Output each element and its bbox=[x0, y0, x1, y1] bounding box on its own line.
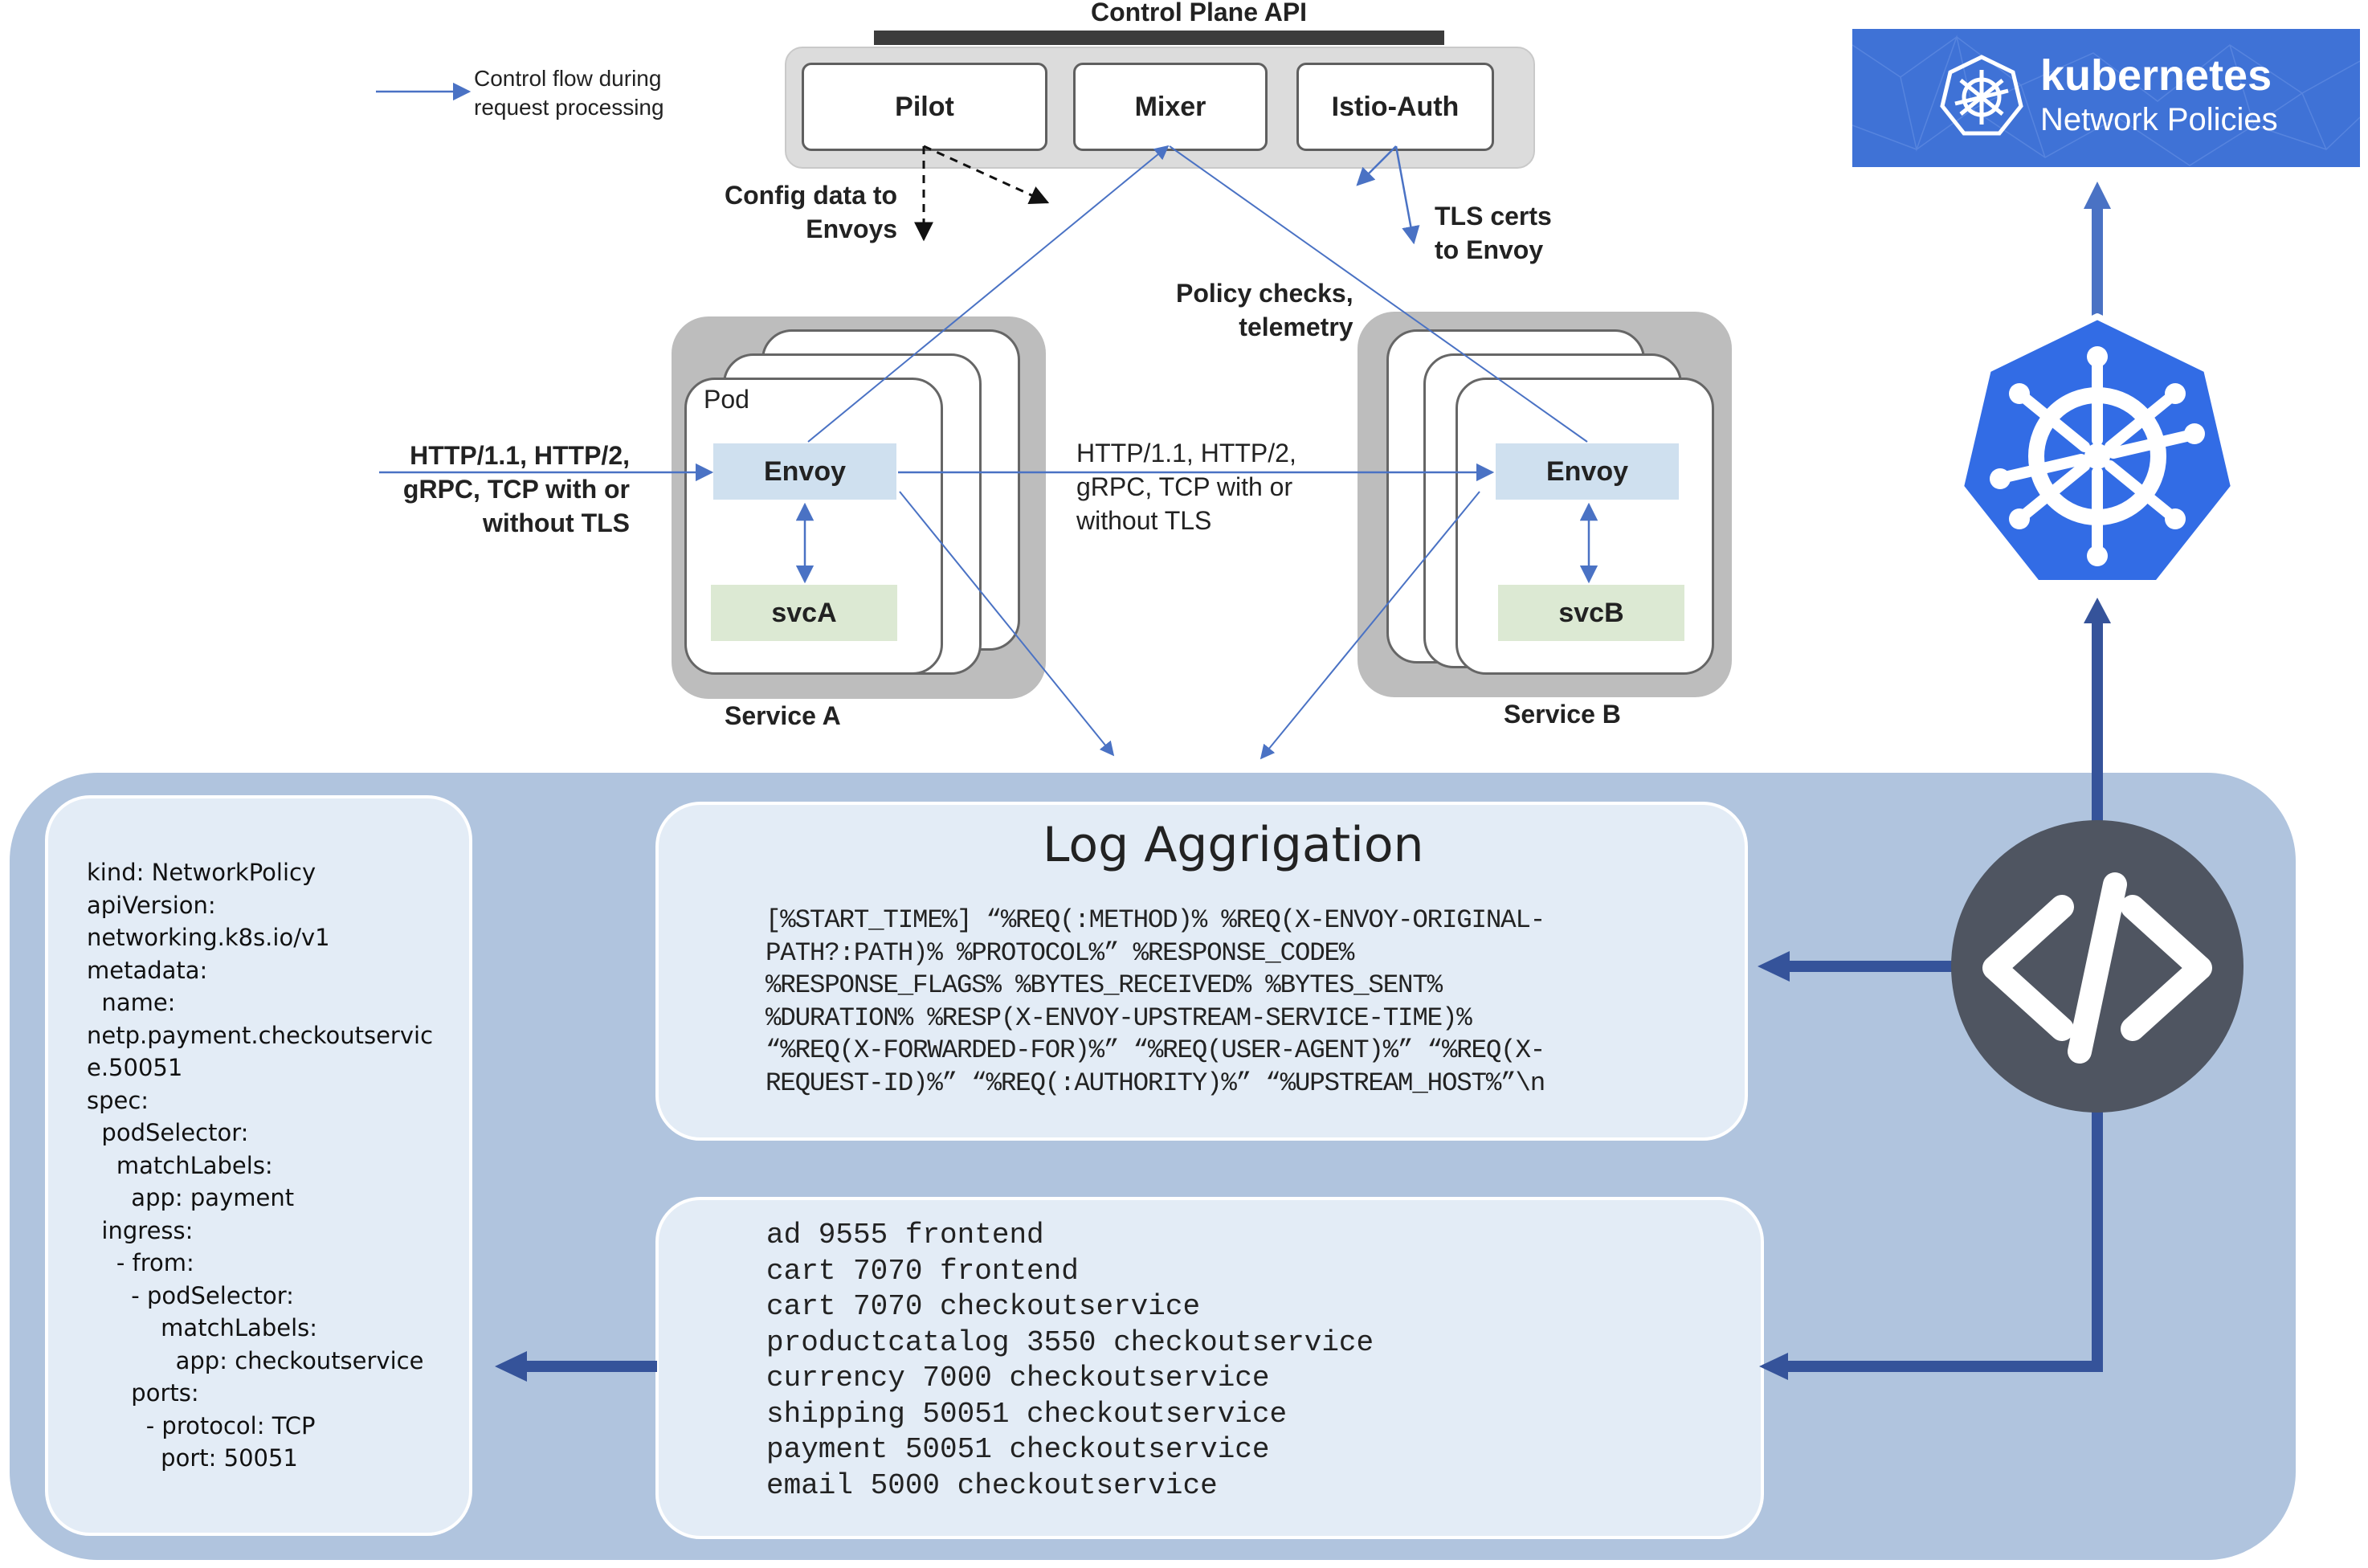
log-aggregation-card bbox=[655, 802, 1748, 1141]
policy-checks-label: Policy checks, telemetry bbox=[1176, 279, 1353, 341]
list-to-policy-line bbox=[522, 1361, 657, 1372]
service-b-svc: svcB bbox=[1498, 585, 1684, 641]
service-b-envoy: Envoy bbox=[1496, 443, 1679, 500]
mesh-protocols-label: HTTP/1.1, HTTP/2, gRPC, TCP with or with… bbox=[1076, 439, 1296, 535]
kubernetes-banner-icon bbox=[1940, 55, 2023, 136]
service-list: ad 9555 frontend cart 7070 frontend cart… bbox=[766, 1218, 1374, 1504]
network-policy-yaml: kind: NetworkPolicy apiVersion: networki… bbox=[87, 859, 434, 1472]
tls-arrow-down bbox=[1394, 145, 1420, 245]
network-policy-card bbox=[45, 795, 472, 1536]
service-b-name: Service B bbox=[1504, 700, 1621, 729]
service-list-row: payment 50051 checkoutservice bbox=[766, 1433, 1270, 1466]
service-a-svc: svcA bbox=[711, 585, 897, 641]
log-aggregation-title: Log Aggrigation bbox=[1043, 817, 1424, 873]
code-to-list-vline bbox=[2092, 1112, 2103, 1372]
service-a-envoy: Envoy bbox=[713, 443, 896, 500]
service-list-row: cart 7070 frontend bbox=[766, 1254, 1079, 1288]
config-data-label: Config data to Envoys bbox=[725, 181, 898, 243]
code-to-k8s-arrowhead bbox=[2084, 598, 2111, 623]
kubernetes-logo-icon bbox=[1958, 313, 2237, 586]
legend-text: Control flow during request processing bbox=[474, 66, 664, 120]
code-to-list-arrowhead bbox=[1759, 1353, 1788, 1380]
list-to-policy-arrowhead bbox=[495, 1351, 527, 1382]
service-list-card bbox=[655, 1197, 1764, 1539]
envoy-a-logs-arrow bbox=[899, 491, 1115, 757]
ingress-protocols-label: HTTP/1.1, HTTP/2, gRPC, TCP with or with… bbox=[402, 441, 630, 537]
mixer-box: Mixer bbox=[1073, 63, 1268, 151]
envoy-b-logs-arrow bbox=[1260, 491, 1480, 760]
service-list-row: email 5000 checkoutservice bbox=[766, 1468, 1218, 1502]
config-arrow-right bbox=[923, 145, 1050, 204]
envoy-a-to-mixer bbox=[807, 145, 1170, 443]
tls-arrow-left bbox=[1356, 145, 1397, 186]
code-to-k8s-line bbox=[2092, 615, 2103, 832]
k8s-to-banner-arrowhead bbox=[2084, 182, 2111, 209]
control-plane-bar bbox=[874, 31, 1444, 45]
kubernetes-banner-title: kubernetes bbox=[2040, 51, 2272, 100]
service-list-row: currency 7000 checkoutservice bbox=[766, 1362, 1270, 1394]
code-to-log-arrowhead bbox=[1758, 951, 1790, 982]
kubernetes-banner: kubernetes Network Policies bbox=[1852, 29, 2360, 167]
banner-network-pattern bbox=[1852, 35, 2360, 166]
code-brackets-icon bbox=[1951, 820, 2243, 1113]
service-a-name: Service A bbox=[725, 701, 841, 730]
tls-certs-label: TLS certs to Envoy bbox=[1435, 202, 1552, 264]
code-to-log-line bbox=[1785, 961, 1963, 972]
envoy-b-to-mixer bbox=[1169, 145, 1588, 443]
service-a-pod-label: Pod bbox=[704, 385, 749, 414]
service-list-row: shipping 50051 checkoutservice bbox=[766, 1397, 1288, 1431]
k8s-to-banner-line bbox=[2092, 202, 2103, 344]
log-format-string: [%START_TIME%] “%REQ(:METHOD)% %REQ(X-EN… bbox=[766, 905, 1545, 1098]
service-list-row: productcatalog 3550 checkoutservice bbox=[766, 1325, 1374, 1359]
istio-auth-box: Istio-Auth bbox=[1296, 63, 1494, 151]
control-plane-title: Control Plane API bbox=[1091, 0, 1308, 27]
kubernetes-banner-subtitle: Network Policies bbox=[2040, 102, 2278, 137]
service-list-row: ad 9555 frontend bbox=[766, 1219, 1044, 1252]
service-list-row: cart 7070 checkoutservice bbox=[766, 1290, 1201, 1323]
pilot-box: Pilot bbox=[802, 63, 1047, 151]
code-to-list-hline bbox=[1783, 1361, 2103, 1372]
